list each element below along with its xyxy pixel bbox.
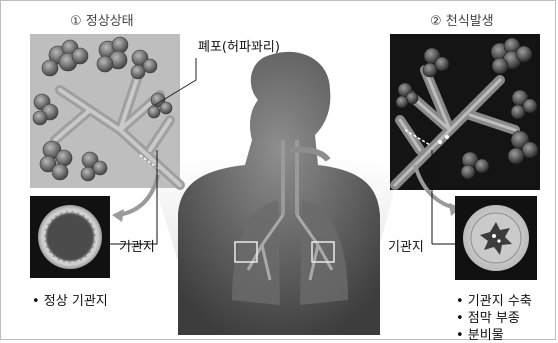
right-section-title: ② 천식발생 [430,10,494,29]
normal-bronchus-cross-section [30,196,110,278]
normal-alveoli-panel [30,34,196,188]
left-section-title: ① 정상상태 [70,10,134,29]
human-torso [178,52,380,335]
right-bullet-3: • 분비물 [456,324,504,343]
alveoli-label: 폐포(허파꽈리) [198,36,280,55]
asthma-bronchus-cross-section [455,196,537,280]
right-bronchus-label: 기관지 [388,236,424,255]
asthma-alveoli-panel [390,34,540,190]
left-bronchus-label: 기관지 [119,236,155,255]
left-bullet-1: • 정상 기관지 [32,290,108,309]
